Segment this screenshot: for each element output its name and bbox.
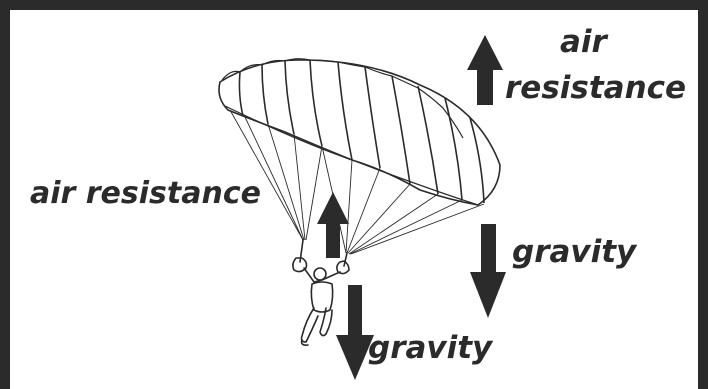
air-resistance-label-top-line2: resistance	[505, 70, 686, 106]
parachute-icon	[219, 59, 500, 205]
gravity-label-right: gravity	[512, 234, 636, 270]
air-resistance-label-top-line1: air	[560, 24, 607, 60]
arrow-up-icon	[317, 192, 349, 258]
air-resistance-label-left: air resistance	[30, 176, 261, 211]
gravity-label-bottom: gravity	[368, 330, 492, 366]
arrow-up-icon	[467, 35, 503, 105]
skydiver-icon	[293, 240, 349, 345]
arrow-down-icon	[470, 224, 506, 318]
